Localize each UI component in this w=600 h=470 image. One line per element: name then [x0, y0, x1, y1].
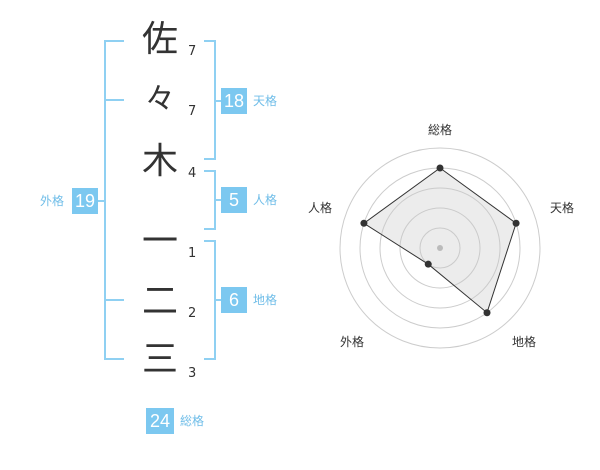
- radar-axis-label-jinkaku: 人格: [308, 200, 332, 215]
- soukaku-badge: 24: [146, 408, 174, 434]
- tenkaku-label: 天格: [253, 94, 278, 108]
- radar-data-point: [483, 309, 491, 317]
- jinkaku-bracket-connector: [214, 199, 222, 201]
- stroke-count-2: 7: [188, 104, 197, 119]
- radar-data-point: [436, 164, 444, 172]
- fortune-radar-chart: 総格 天格 地格 外格 人格: [308, 122, 574, 349]
- chikaku-bracket-connector: [214, 299, 222, 301]
- radar-grid-ring: [399, 207, 481, 289]
- gaikaku-bracket-connector: [98, 200, 106, 202]
- bracket-tick: [104, 99, 124, 101]
- gaikaku-bracket: [104, 40, 124, 360]
- tenkaku-bracket-connector: [214, 100, 222, 102]
- radar-grid-ring: [339, 147, 541, 349]
- radar-axis-label-chikaku: 地格: [512, 334, 536, 349]
- name-char-2: 々: [145, 82, 175, 117]
- name-char-5: 二: [141, 281, 178, 322]
- radar-grid-ring: [379, 187, 501, 309]
- name-char-3: 木: [141, 141, 178, 182]
- radar-data-point: [424, 260, 432, 268]
- name-char-4: 一: [141, 221, 178, 262]
- stroke-count-4: 1: [188, 246, 197, 261]
- chikaku-badge: 6: [221, 287, 247, 313]
- bracket-tick: [104, 299, 124, 301]
- radar-axis-label-tenkaku: 天格: [550, 200, 574, 215]
- stroke-count-5: 2: [188, 306, 197, 321]
- gaikaku-badge: 19: [72, 188, 98, 214]
- radar-axis-label-soukaku: 総格: [428, 122, 452, 137]
- jinkaku-label: 人格: [253, 193, 278, 207]
- radar-data-point: [360, 219, 368, 227]
- stroke-count-6: 3: [188, 366, 197, 381]
- radar-center-point: [437, 245, 443, 251]
- stroke-count-1: 7: [188, 44, 197, 59]
- radar-data-polygon: [363, 167, 517, 314]
- name-char-6: 三: [141, 339, 178, 380]
- radar-data-points: [360, 164, 520, 317]
- radar-grid-ring: [419, 227, 461, 269]
- tenkaku-badge: 18: [221, 88, 247, 114]
- chikaku-label: 地格: [253, 293, 278, 307]
- soukaku-label: 総格: [180, 414, 205, 428]
- stroke-count-3: 4: [188, 166, 197, 181]
- jinkaku-badge: 5: [221, 187, 247, 213]
- gaikaku-label: 外格: [40, 194, 65, 208]
- radar-data-point: [512, 219, 520, 227]
- radar-axis-label-gaikaku: 外格: [340, 334, 364, 349]
- name-char-1: 佐: [141, 19, 178, 60]
